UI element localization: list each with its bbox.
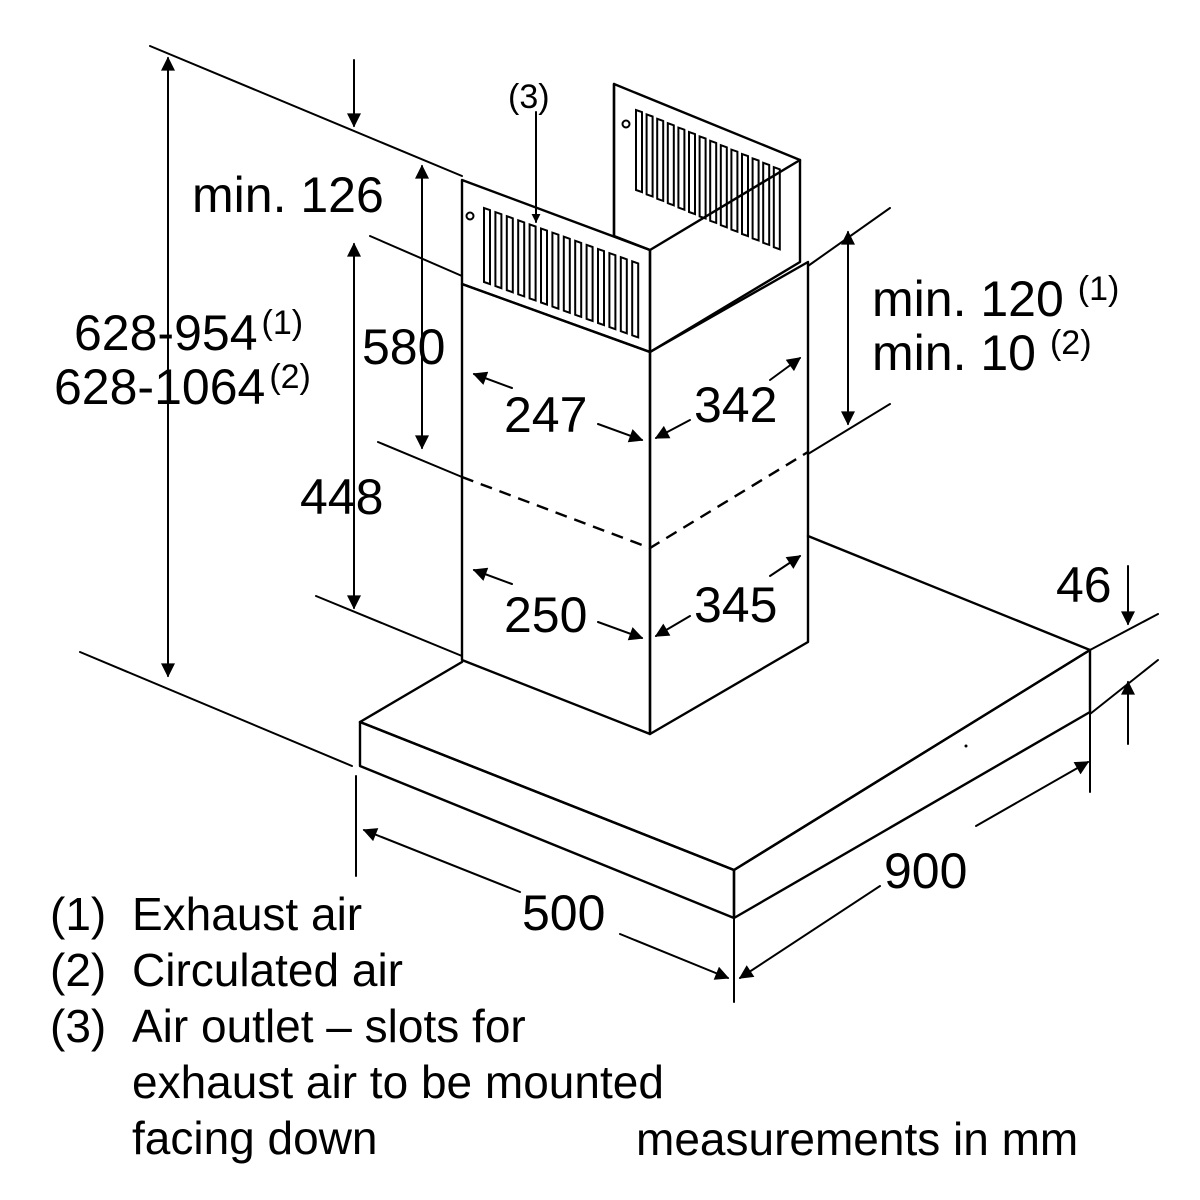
canopy bbox=[358, 534, 1092, 920]
legend: (1) Exhaust air (2) Circulated air (3) Air … bbox=[50, 886, 664, 1166]
dim-500: 500 bbox=[522, 885, 606, 941]
dim-247: 247 bbox=[504, 387, 588, 443]
air-outlet-slot bbox=[751, 156, 760, 242]
dim-345: 345 bbox=[694, 577, 778, 633]
air-outlet-slot bbox=[574, 239, 583, 319]
dim-total-height-circulated: 628-1064(2) bbox=[54, 359, 311, 415]
air-outlet-slot bbox=[551, 231, 560, 311]
upper-chimney bbox=[460, 82, 802, 354]
legend-item-2-number: (2) bbox=[50, 944, 107, 996]
air-outlet-slot bbox=[666, 121, 675, 207]
air-outlet-slot bbox=[608, 251, 617, 331]
air-outlet-slot bbox=[540, 227, 548, 307]
legend-item-1-text: Exhaust air bbox=[132, 888, 363, 940]
dim-342: 342 bbox=[694, 377, 778, 433]
air-outlet-slot bbox=[677, 126, 686, 212]
air-outlet-slot bbox=[645, 112, 654, 198]
air-outlet-slot bbox=[483, 206, 491, 286]
air-outlet-slot bbox=[631, 259, 640, 339]
dim-min-10-circulated: min. 10 (2) bbox=[872, 325, 1092, 381]
air-outlet-slots-back bbox=[635, 108, 781, 251]
lower-chimney bbox=[460, 260, 810, 736]
legend-item-3-number: (3) bbox=[50, 1000, 107, 1052]
legend-item-air-outlet: (3) Air outlet – slots for bbox=[50, 998, 664, 1054]
total-height-exhaust-value: 628-954 bbox=[74, 305, 258, 361]
air-outlet-slots-front bbox=[483, 206, 640, 339]
min-10-value: min. 10 bbox=[872, 325, 1036, 381]
min-120-value: min. 120 bbox=[872, 271, 1064, 327]
air-outlet-slot bbox=[635, 108, 643, 194]
air-outlet-slot bbox=[762, 161, 771, 247]
air-outlet-slot bbox=[741, 152, 749, 238]
air-outlet-slot bbox=[698, 134, 707, 220]
total-height-circulated-note: (2) bbox=[269, 358, 311, 396]
dim-min-126: min. 126 bbox=[192, 167, 384, 223]
dim-580: 580 bbox=[362, 319, 446, 375]
dimension-arrows bbox=[161, 56, 1135, 980]
air-outlet-slot bbox=[730, 148, 739, 234]
air-outlet-slot bbox=[528, 222, 537, 302]
legend-item-1-number: (1) bbox=[50, 888, 107, 940]
air-outlet-slot bbox=[505, 214, 514, 294]
legend-item-3-text-line2: exhaust air to be mounted bbox=[132, 1056, 664, 1108]
air-outlet-slot bbox=[719, 143, 728, 229]
legend-item-3-text-line1: Air outlet – slots for bbox=[132, 1000, 526, 1052]
legend-item-3-text-line3: facing down bbox=[132, 1112, 378, 1164]
dim-250: 250 bbox=[504, 587, 588, 643]
dim-min-120-exhaust: min. 120 (1) bbox=[872, 271, 1119, 327]
air-outlet-slot bbox=[494, 210, 503, 290]
air-outlet-slot bbox=[619, 255, 628, 335]
legend-item-circulated-air: (2) Circulated air bbox=[50, 942, 664, 998]
air-outlet-slot bbox=[656, 117, 665, 203]
dim-900: 900 bbox=[884, 843, 968, 899]
air-outlet-slot bbox=[597, 247, 605, 327]
dim-46: 46 bbox=[1056, 557, 1112, 613]
dim-448: 448 bbox=[300, 469, 384, 525]
air-outlet-slot bbox=[585, 243, 594, 323]
air-outlet-slot bbox=[772, 165, 781, 251]
air-outlet-slot bbox=[709, 139, 718, 225]
air-outlet-slot bbox=[688, 130, 696, 216]
air-outlet-callout: (3) bbox=[508, 78, 550, 116]
legend-item-2-text: Circulated air bbox=[132, 944, 403, 996]
air-outlet-slot bbox=[517, 218, 526, 298]
total-height-exhaust-note: (1) bbox=[261, 304, 304, 342]
total-height-circulated-value: 628-1064 bbox=[54, 359, 266, 415]
min-120-note: (1) bbox=[1077, 270, 1120, 308]
dim-total-height-exhaust: 628-954(1) bbox=[74, 305, 303, 361]
min-10-note: (2) bbox=[1049, 324, 1092, 362]
units-note: measurements in mm bbox=[636, 1113, 1079, 1165]
air-outlet-slot bbox=[562, 235, 571, 315]
legend-item-exhaust-air: (1) Exhaust air bbox=[50, 886, 664, 942]
